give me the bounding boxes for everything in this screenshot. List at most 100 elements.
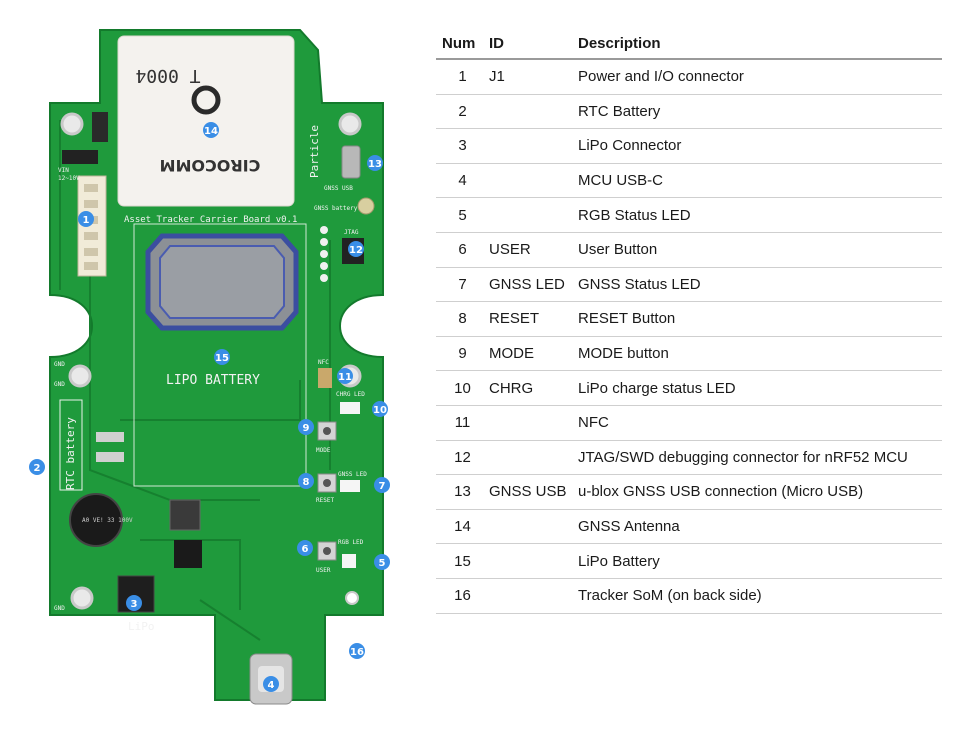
row-id (489, 577, 578, 614)
reset-button-cap (323, 479, 331, 487)
callout-2: 2 (29, 459, 45, 475)
rgb-led (342, 554, 356, 568)
row-num: 12 (436, 439, 489, 475)
row-id: GNSS USB (489, 474, 578, 510)
capacitor-text: A0 VE! 33 100V (82, 517, 133, 524)
row-description: RTC Battery (578, 93, 942, 129)
gnss-battery-silk: GNSS battery (314, 205, 358, 212)
header-id: ID (489, 28, 578, 60)
board-figure: T 0004 CIROCOMM Asset Tracker Carrier Bo… (0, 0, 420, 729)
svg-text:3: 3 (131, 599, 138, 610)
gnd-silk-c: GND (54, 605, 65, 612)
row-description: User Button (578, 231, 942, 268)
row-num: 3 (436, 128, 489, 164)
lipo-battery-outline (133, 223, 307, 487)
lipo-battery-silk: LIPO BATTERY (166, 373, 260, 388)
row-num: 2 (436, 93, 489, 129)
mode-button-cap (323, 427, 331, 435)
rtc-battery-silk: RTC battery (64, 417, 77, 490)
lipo-pad-inner (159, 245, 285, 319)
antenna-feed (191, 85, 221, 115)
row-description: LiPo Connector (578, 128, 942, 164)
callout-14: 14 (203, 122, 219, 138)
nfc-pad (318, 368, 332, 388)
svg-text:4: 4 (268, 680, 275, 691)
callout-10: 10 (372, 401, 388, 417)
vin-range-silk: 12~10V (58, 175, 80, 182)
callout-3: 3 (126, 595, 142, 611)
callout-8: 8 (298, 473, 314, 489)
row-num: 8 (436, 301, 489, 337)
row-id (489, 197, 578, 233)
mounting-holes (60, 112, 362, 610)
row-description: MODE button (578, 335, 942, 371)
row-description: NFC (578, 404, 942, 441)
smd-part-a (96, 432, 124, 442)
table-row: 2 RTC Battery (436, 93, 942, 129)
row-description: GNSS Antenna (578, 508, 942, 544)
gnss-usb-connector (341, 145, 361, 179)
header-num: Num (436, 28, 489, 60)
row-num: 14 (436, 508, 489, 544)
svg-text:14: 14 (204, 126, 218, 137)
row-num: 11 (436, 404, 489, 441)
diode (92, 112, 108, 142)
header-description: Description (578, 28, 942, 60)
inductor (169, 499, 201, 531)
row-id: USER (489, 231, 578, 268)
row-id (489, 93, 578, 129)
vin-silk: VIN (58, 167, 69, 174)
svg-text:15: 15 (215, 353, 229, 364)
row-description: LiPo charge status LED (578, 370, 942, 406)
svg-text:5: 5 (379, 558, 386, 569)
svg-text:16: 16 (350, 647, 364, 658)
row-description: MCU USB-C (578, 162, 942, 198)
table-row: 11 NFC (436, 404, 942, 441)
row-description: RGB Status LED (578, 197, 942, 233)
row-id (489, 162, 578, 198)
chrg-led (340, 402, 360, 414)
row-num: 10 (436, 370, 489, 406)
gnss-led (340, 480, 360, 492)
row-num: 9 (436, 335, 489, 371)
mode-silk: MODE (316, 447, 331, 454)
gnd-silk-a: GND (54, 361, 65, 368)
particle-silk: Particle (308, 125, 321, 178)
callout-9: 9 (298, 419, 314, 435)
row-id (489, 543, 578, 579)
svg-text:8: 8 (303, 477, 310, 488)
row-id (489, 128, 578, 164)
user-button-cap (323, 547, 331, 555)
row-num: 5 (436, 197, 489, 233)
row-id: GNSS LED (489, 266, 578, 302)
board-title-silk: Asset Tracker Carrier Board v0.1 (124, 215, 297, 225)
row-num: 13 (436, 474, 489, 510)
svg-text:1: 1 (83, 215, 90, 226)
user-silk: USER (316, 567, 331, 574)
reset-silk: RESET (316, 497, 334, 504)
svg-text:2: 2 (34, 463, 41, 474)
table-row: 5 RGB Status LED (436, 197, 942, 233)
row-description: u-blox GNSS USB connection (Micro USB) (578, 474, 942, 510)
svg-text:7: 7 (379, 481, 386, 492)
svg-text:11: 11 (338, 372, 352, 383)
gnd-silk-b: GND (54, 381, 65, 388)
gnss-antenna (117, 35, 295, 207)
lipo-silk: LiPo (128, 620, 155, 633)
table-header-row: Num ID Description (436, 28, 942, 60)
row-num: 15 (436, 543, 489, 579)
row-description: GNSS Status LED (578, 266, 942, 302)
svg-text:6: 6 (302, 544, 309, 555)
row-id: RESET (489, 301, 578, 337)
callout-6: 6 (297, 540, 313, 556)
callout-4: 4 (263, 676, 279, 692)
callouts: 1 2 3 4 5 6 7 8 9 10 11 12 13 14 15 16 (29, 122, 390, 692)
